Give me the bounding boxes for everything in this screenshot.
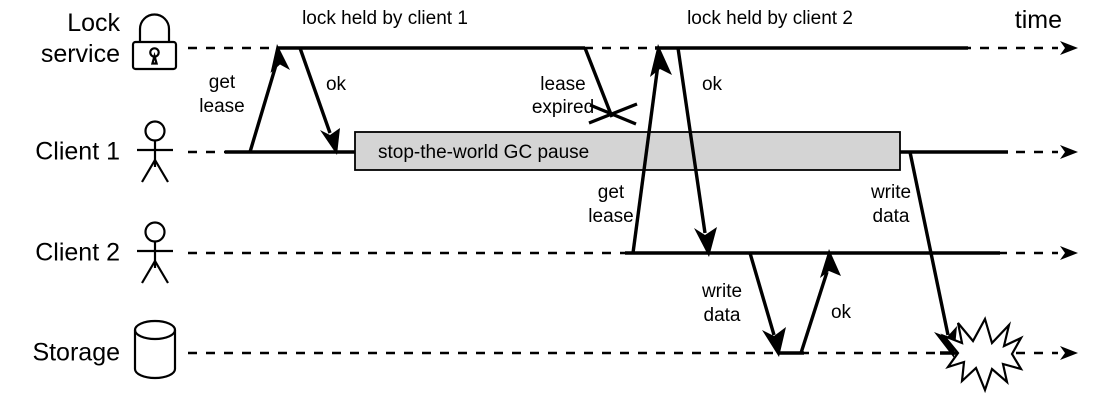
message-ok-to-client-2: ok — [676, 47, 723, 257]
padlock-icon — [131, 13, 178, 71]
time-arrow-storage — [1060, 346, 1078, 360]
message-ok-to-client-1: ok — [298, 47, 347, 155]
msg-label-get-lease-1-line1: get — [209, 72, 236, 93]
msg-label-write-data-2-line2: data — [704, 305, 741, 326]
msg-label-get-lease-2-line1: get — [598, 182, 625, 203]
msg-label-write-data-1-line1: write — [870, 182, 911, 203]
time-arrow-client-2 — [1060, 246, 1078, 260]
stick-figure-icon-client-2 — [137, 221, 173, 284]
message-write-data-client-2: write data — [701, 252, 786, 357]
database-cylinder-icon — [133, 319, 177, 380]
explosion-star-icon — [940, 316, 1024, 394]
lane-label-lock-service-line1: Lock — [67, 9, 120, 37]
stick-figure-icon-client-1 — [137, 120, 173, 183]
lane-label-client-2: Client 2 — [35, 239, 120, 267]
msg-label-write-data-1-line2: data — [873, 206, 910, 227]
msg-label-lease-expired-line2: expired — [532, 97, 594, 118]
lane-label-client-1: Client 1 — [35, 138, 120, 166]
lane-label-lock-service: Lock service — [41, 9, 121, 68]
msg-label-get-lease-2-line2: lease — [588, 206, 633, 227]
time-axis-label: time — [1015, 6, 1062, 34]
msg-label-lease-expired-line1: lease — [540, 74, 585, 95]
msg-label-ok-storage: ok — [831, 302, 852, 323]
gc-pause-box — [354, 131, 901, 171]
span-label-lock-held-client-1: lock held by client 1 — [302, 8, 468, 29]
msg-label-get-lease-1-line2: lease — [199, 96, 244, 117]
message-lease-expired: lease expired — [532, 47, 638, 126]
msg-label-ok-client-2: ok — [702, 74, 723, 95]
message-ok-storage-to-client-2: ok — [799, 249, 852, 354]
gc-pause-label: stop-the-world GC pause — [378, 142, 589, 163]
message-get-lease-client-2: get lease — [588, 44, 672, 254]
time-arrow-lock-service — [1060, 41, 1078, 55]
lane-label-lock-service-line2: service — [41, 40, 120, 68]
message-get-lease-client-1: get lease — [199, 44, 290, 153]
message-write-data-client-1: write data — [870, 151, 957, 358]
span-label-lock-held-client-2: lock held by client 2 — [687, 8, 853, 29]
msg-label-ok-client-1: ok — [326, 74, 347, 95]
msg-label-write-data-2-line1: write — [701, 281, 742, 302]
lane-label-storage: Storage — [32, 339, 120, 367]
time-arrow-client-1 — [1060, 145, 1078, 159]
